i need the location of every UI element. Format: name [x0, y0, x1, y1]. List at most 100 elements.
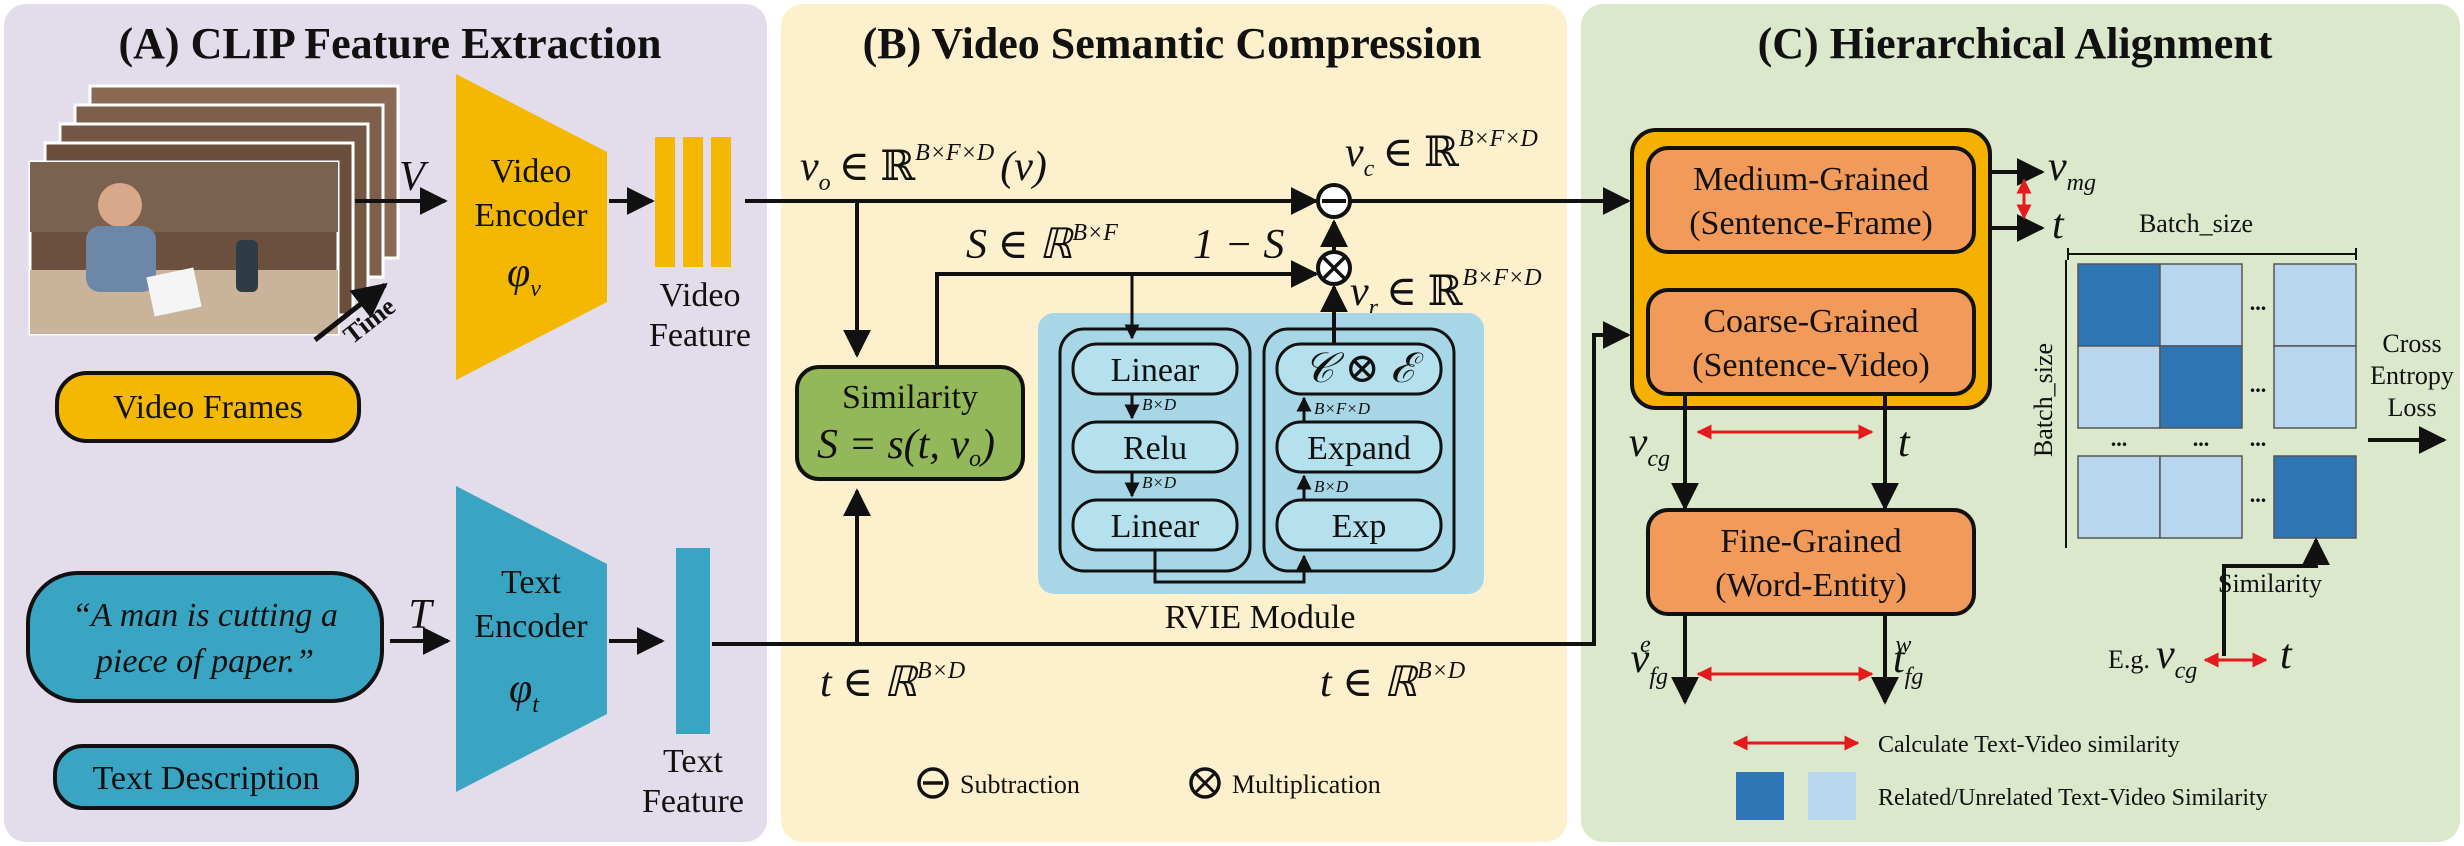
t-coarse-label: t — [1898, 420, 1911, 466]
eg-t-label: t — [2280, 632, 2293, 678]
legend-subtract-icon — [917, 767, 949, 799]
legend-subtraction-label: Subtraction — [960, 770, 1080, 799]
time-arrow — [313, 282, 388, 342]
matrix-ellipsis: ... — [2250, 482, 2267, 507]
tfg-label: tfgw — [1893, 632, 1923, 690]
matrix-ellipsis: ... — [2250, 426, 2267, 451]
text-input-symbol: T — [408, 592, 434, 638]
eg-label: E.g. — [2108, 645, 2150, 674]
matrix-cell-unrelated — [2159, 263, 2243, 347]
panel-a-title: (A) CLIP Feature Extraction — [119, 19, 662, 68]
panel-b-title: (B) Video Semantic Compression — [863, 19, 1482, 68]
text-feature-line1: Text — [663, 743, 723, 780]
video-feature-line2: Feature — [649, 317, 751, 354]
text-description-box — [53, 744, 359, 810]
left-stack-box — [1071, 420, 1239, 474]
rvie-right-group — [1262, 327, 1456, 573]
legend-calc-label: Calculate Text-Video similarity — [1878, 732, 2180, 758]
text-feature-bar — [676, 548, 710, 734]
left-stack-label: Relu — [1123, 430, 1187, 467]
eg-vcg-label: vcg — [2156, 632, 2197, 684]
fine-grained-line2: (Word-Entity) — [1715, 567, 1907, 604]
matrix-cell-related — [2159, 345, 2243, 429]
video-input-symbol: V — [399, 154, 429, 200]
text-quote-line1: “A man is cutting a — [72, 597, 338, 634]
video-frames-label: Video Frames — [113, 389, 303, 426]
video-frames-stack — [28, 84, 400, 336]
legend-related-label: Related/Unrelated Text-Video Similarity — [1878, 785, 2268, 811]
medium-grained-line2: (Sentence-Frame) — [1689, 205, 1933, 242]
left-dim-label: B×D — [1142, 395, 1177, 414]
matrix-cell-unrelated — [2159, 455, 2243, 539]
left-stack-label: Linear — [1111, 508, 1200, 545]
s-label: S ∈ ℝB×F — [966, 220, 1118, 268]
video-feature-line1: Video — [659, 277, 740, 314]
matrix-cell-related — [2273, 455, 2357, 539]
video-encoder-line2: Encoder — [474, 197, 588, 234]
video-encoder-line1: Video — [490, 153, 571, 190]
one-minus-s-label: 1 − S — [1193, 222, 1284, 268]
right-stack-box — [1275, 498, 1443, 552]
text-description-label: Text Description — [92, 760, 319, 797]
coarse-grained-line1: Coarse-Grained — [1703, 303, 1918, 340]
text-quote-line2: piece of paper.” — [94, 643, 314, 680]
loss-line3: Loss — [2387, 393, 2436, 422]
vo-label: vo∈ ℝB×F×D(v) — [800, 140, 1047, 196]
legend-unrelated-swatch — [1808, 772, 1856, 820]
matrix-cell-unrelated — [2273, 263, 2357, 347]
multiply-operator-x2 — [1321, 255, 1347, 281]
rvie-cross-connector — [1153, 550, 1312, 584]
t-right-label: t ∈ ℝB×D — [1320, 658, 1465, 706]
text-quote-box — [26, 571, 384, 703]
right-stack-label: Exp — [1332, 508, 1387, 545]
similarity-example-label: Similarity — [2218, 569, 2322, 598]
text-encoder-line2: Encoder — [474, 608, 588, 645]
batch-size-top: Batch_size — [2139, 209, 2253, 238]
legend-related-swatch — [1736, 772, 1784, 820]
right-dim-label: B×F×D — [1314, 399, 1371, 418]
right-stack: Exp B×D Expand B×F×D 𝒞 ⊗ ℰ — [1275, 342, 1443, 552]
vcg-label: vcg — [1629, 420, 1670, 472]
t-medium-label: t — [2052, 202, 2065, 248]
t-left-label: t ∈ ℝB×D — [820, 658, 965, 706]
video-feature-bars — [655, 137, 731, 267]
legend-multiplication-label: Multiplication — [1232, 770, 1381, 799]
vfg-label: vfge — [1631, 632, 1668, 690]
coarse-grained-box — [1646, 288, 1976, 396]
s-route-line — [935, 260, 1319, 367]
right-stack-label: Expand — [1307, 430, 1411, 467]
text-encoder-trapezoid — [456, 486, 607, 792]
fine-grained-line1: Fine-Grained — [1720, 523, 1901, 560]
similarity-example-arrow — [2222, 537, 2330, 656]
matrix-ellipsis: ... — [2111, 426, 2128, 451]
loss-line1: Cross — [2382, 329, 2441, 358]
matrix-cell-unrelated — [2077, 455, 2161, 539]
right-stack-label: 𝒞 ⊗ ℰ — [1304, 346, 1425, 392]
medium-grained-line1: Medium-Grained — [1693, 161, 1929, 198]
video-encoder-symbol: φv — [507, 250, 541, 302]
similarity-box — [795, 365, 1025, 481]
matrix-ellipsis: ... — [2250, 290, 2267, 315]
fine-grained-box — [1646, 508, 1976, 616]
batch-size-side: Batch_size — [2029, 343, 2058, 457]
left-stack-label: Linear — [1111, 352, 1200, 389]
matrix-ellipsis: ... — [2193, 426, 2210, 451]
legend-multiply-icon — [1189, 767, 1221, 799]
video-frames-box — [55, 371, 361, 443]
matrix-cell-related — [2077, 263, 2161, 347]
similarity-matrix — [2077, 263, 2357, 539]
right-dim-label: B×D — [1314, 477, 1349, 496]
legend-multiply-icon-x2 — [1194, 772, 1216, 794]
vr-label: vr∈ ℝB×F×D — [1350, 265, 1542, 321]
matrix-cell-unrelated — [2077, 345, 2161, 429]
left-dim-label: B×D — [1142, 473, 1177, 492]
coarse-grained-line2: (Sentence-Video) — [1692, 347, 1930, 384]
similarity-formula: S = s(t, vo) — [817, 422, 995, 472]
text-encoder-line1: Text — [501, 564, 561, 601]
right-stack-box — [1275, 420, 1443, 474]
t-main-line — [712, 321, 1631, 646]
medium-grained-box — [1646, 146, 1976, 254]
matrix-cell-unrelated — [2273, 345, 2357, 429]
video-encoder-trapezoid — [456, 74, 607, 380]
